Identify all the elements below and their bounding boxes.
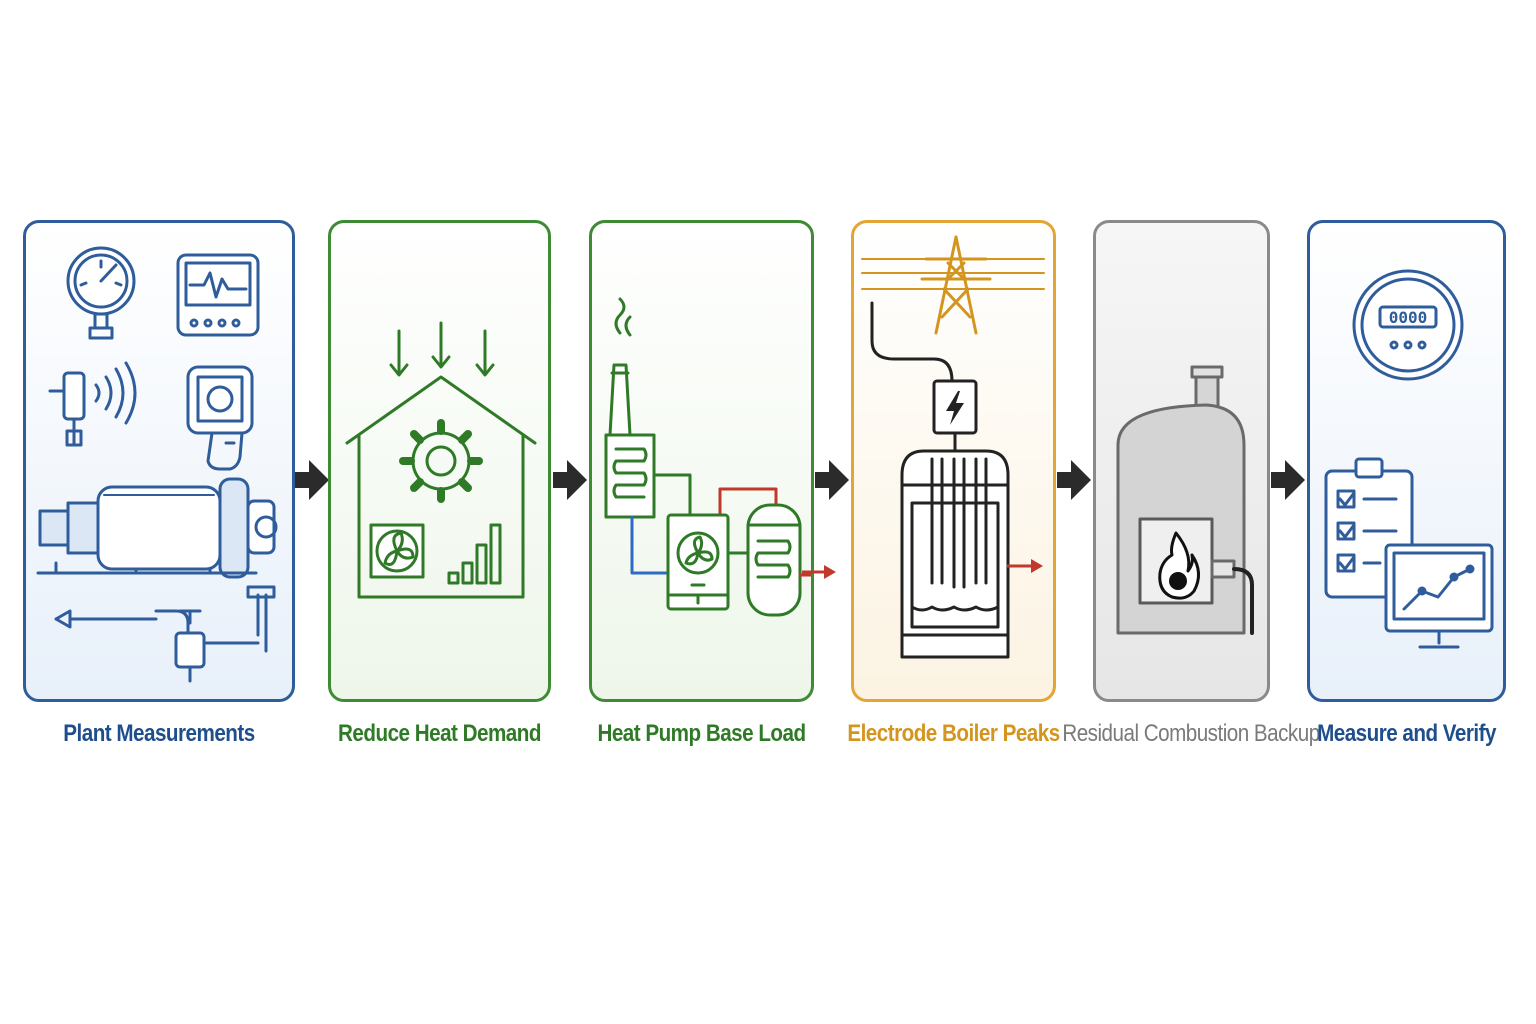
meter-display: 0000 bbox=[1389, 308, 1428, 327]
bar-chart-icon bbox=[447, 523, 502, 585]
house-gear-icon bbox=[345, 375, 537, 599]
flow-arrow-icon bbox=[815, 460, 849, 500]
panel-measure-and-verify: 0000 bbox=[1307, 220, 1506, 702]
heat-pump-icon bbox=[666, 513, 730, 611]
stage-label-measure-and-verify: Measure and Verify bbox=[1317, 720, 1496, 747]
panel-electrode-boiler-peaks bbox=[851, 220, 1056, 702]
flame-icon bbox=[1158, 531, 1200, 600]
sensor-icon bbox=[48, 361, 137, 447]
pressure-gauge-icon bbox=[66, 246, 136, 340]
electrical-box-icon bbox=[932, 379, 978, 453]
panel-reduce-heat-demand bbox=[328, 220, 551, 702]
stage-label-electrode-boiler-peaks: Electrode Boiler Peaks bbox=[847, 720, 1060, 747]
monitor-icon bbox=[176, 253, 260, 337]
storage-tank-icon bbox=[746, 503, 802, 617]
stage-label-plant-measurements: Plant Measurements bbox=[63, 720, 255, 747]
fan-icon bbox=[369, 523, 425, 579]
stage-label-reduce-heat-demand: Reduce Heat Demand bbox=[338, 720, 541, 747]
trend-monitor-icon bbox=[1384, 543, 1494, 649]
panel-heat-pump-base-load bbox=[589, 220, 814, 702]
down-arrows-icon bbox=[389, 321, 495, 377]
chimney-icon bbox=[608, 297, 632, 437]
stage-label-residual-combustion-backup: Residual Combustion Backup bbox=[1062, 720, 1320, 747]
hot-output-arrow-icon bbox=[1007, 559, 1043, 573]
stage-label-heat-pump-base-load: Heat Pump Base Load bbox=[597, 720, 806, 747]
pipe-valve-icon bbox=[54, 585, 276, 683]
lightning-icon bbox=[946, 391, 964, 425]
panel-residual-combustion-backup bbox=[1093, 220, 1270, 702]
flow-arrow-icon bbox=[1271, 460, 1305, 500]
energy-meter-icon: 0000 bbox=[1352, 269, 1464, 381]
panel-plant-measurements bbox=[23, 220, 295, 702]
flow-arrow-icon bbox=[295, 460, 329, 500]
flow-arrow-icon bbox=[553, 460, 587, 500]
power-tower-icon bbox=[920, 235, 992, 335]
heat-exchanger-icon bbox=[604, 433, 656, 519]
hot-output-arrow-icon bbox=[802, 565, 836, 579]
thermal-camera-icon bbox=[186, 365, 254, 471]
motor-pump-icon bbox=[36, 477, 278, 579]
electrode-boiler-icon bbox=[900, 449, 1010, 659]
flow-arrow-icon bbox=[1057, 460, 1091, 500]
